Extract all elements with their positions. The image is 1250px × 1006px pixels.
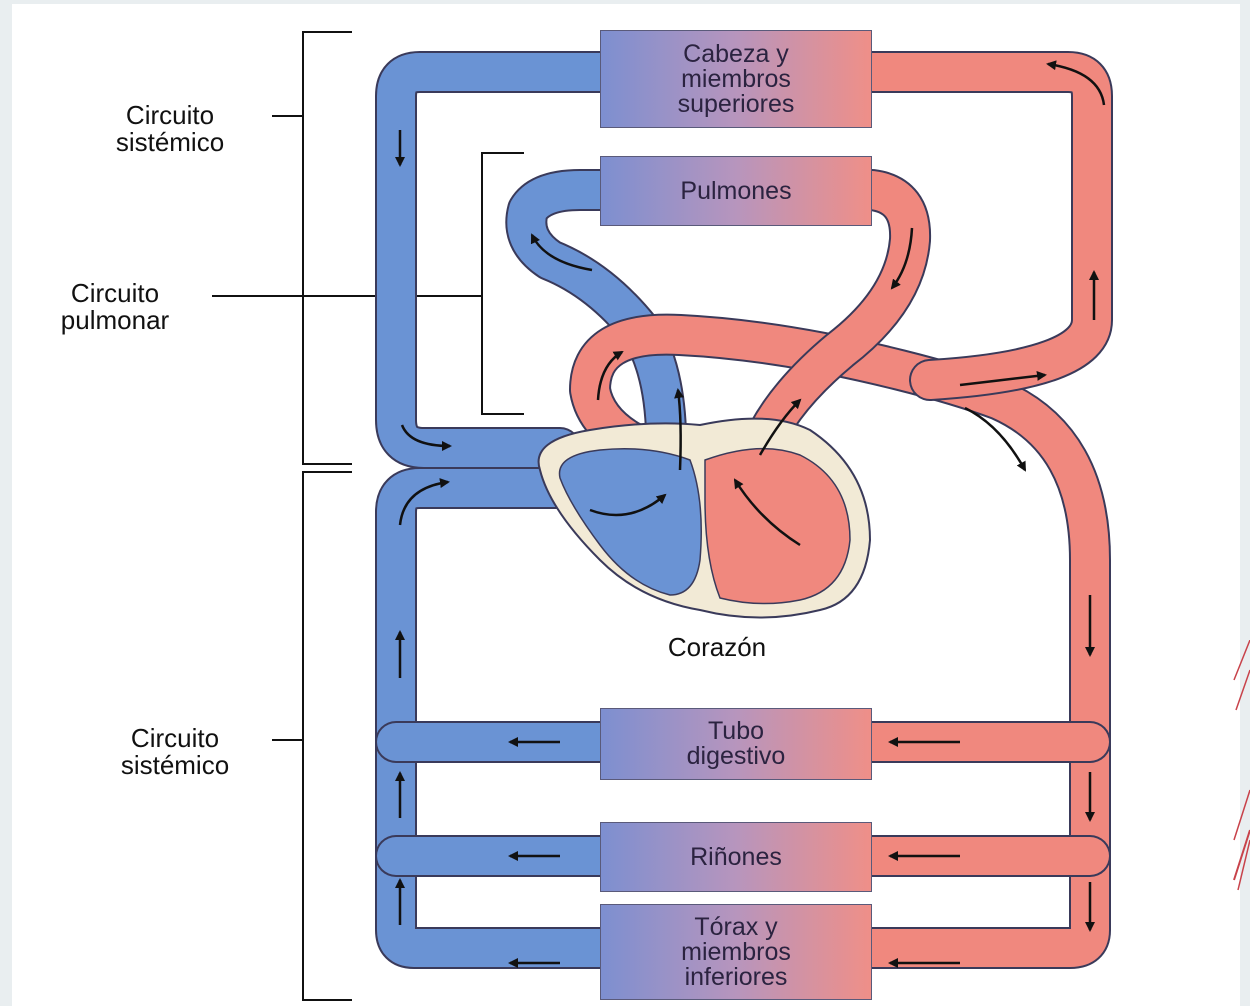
flow-arrows — [395, 60, 1106, 968]
organ-lungs: Pulmones — [600, 156, 872, 226]
label-line: Circuito — [125, 100, 215, 130]
organ-label-line: Tórax y — [694, 912, 778, 941]
label-line: Circuito — [130, 723, 220, 753]
organ-label-line: Cabeza y — [683, 39, 789, 68]
venous-vessels — [375, 51, 688, 969]
bracket-systemic-bottom — [272, 471, 352, 1001]
decorative-corner-lines — [1233, 640, 1250, 891]
label-line: Circuito — [70, 278, 160, 308]
heart — [537, 417, 872, 619]
organ-digestive-tract: Tubo digestivo — [600, 708, 872, 780]
organ-label-line: inferiores — [684, 962, 788, 991]
label-line: pulmonar — [60, 305, 170, 335]
bracket-systemic-top — [272, 31, 352, 465]
label-systemic-circuit-bottom: Circuito sistémico — [80, 725, 270, 779]
organ-label-line: superiores — [677, 89, 795, 118]
organ-head-upper-limbs: Cabeza y miembros superiores — [600, 30, 872, 128]
bracket-pulmonary — [212, 152, 524, 415]
organ-label-line: digestivo — [686, 742, 786, 770]
label-line: sistémico — [120, 750, 230, 780]
label-systemic-circuit-top: Circuito sistémico — [70, 102, 270, 156]
label-heart: Corazón — [667, 632, 767, 662]
organ-thorax-lower-limbs: Tórax y miembros inferiores — [600, 904, 872, 1000]
label-pulmonary-circuit: Circuito pulmonar — [20, 280, 210, 334]
label-line: sistémico — [115, 127, 225, 157]
organ-label-line: Pulmones — [680, 176, 792, 205]
organ-kidneys: Riñones — [600, 822, 872, 892]
organ-label-line: Tubo — [707, 717, 765, 745]
organ-label-line: miembros — [681, 937, 791, 966]
organ-label-line: Riñones — [690, 842, 782, 871]
organ-label-line: miembros — [681, 64, 791, 93]
